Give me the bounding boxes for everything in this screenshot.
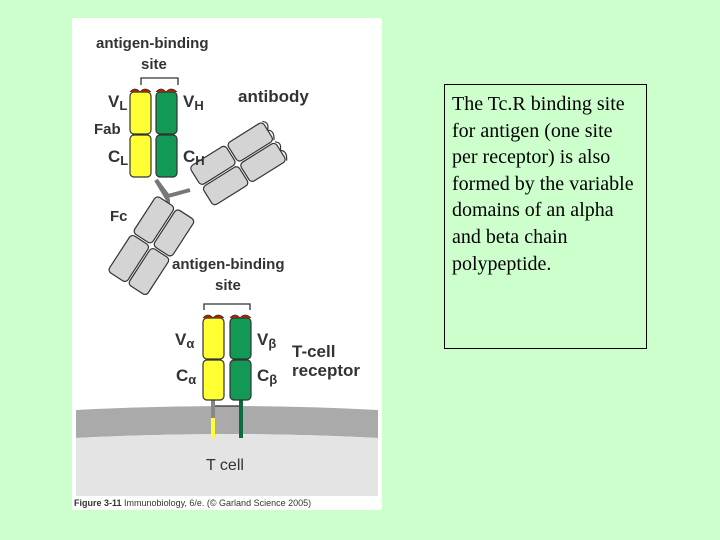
figure-panel: antigen-binding site VL VH antibody Fab … [72, 18, 382, 510]
ca-label: Cα [176, 366, 196, 387]
antibody-binding-notch-heavy [155, 88, 178, 93]
caption-source: Immunobiology, 6/e. (© Garland Science 2… [124, 498, 312, 508]
antibody-site-label-2: site [141, 56, 167, 73]
tcr-binding-notch-alpha [202, 314, 225, 319]
cl-domain [129, 134, 152, 178]
ch-domain [155, 134, 178, 178]
cell-interior [76, 434, 378, 496]
ch-label: CH [183, 147, 205, 168]
tcr-site-bracket [203, 303, 251, 310]
cb-label: Cβ [257, 366, 277, 387]
vb-label: Vβ [257, 330, 276, 351]
va-domain [202, 317, 225, 360]
vh-domain [155, 91, 178, 135]
fab-arm-right [190, 120, 288, 206]
explanation-textbox: The Tc.R binding site for antigen (one s… [444, 84, 647, 349]
figure-caption: Figure 3-11 Immunobiology, 6/e. (© Garla… [74, 498, 311, 508]
tcr-site-label-2: site [215, 277, 241, 294]
va-label: Vα [175, 330, 194, 351]
tcr-site-label-1: antigen-binding [172, 256, 284, 273]
vh-label: VH [183, 92, 204, 113]
cell-membrane [76, 406, 378, 438]
tcell-label: T cell [206, 457, 244, 474]
tcr-binding-notch-beta [229, 314, 252, 319]
cb-domain [229, 359, 252, 401]
ca-domain [202, 359, 225, 401]
antibody-site-bracket [140, 77, 179, 85]
antibody-site-label-1: antigen-binding [96, 35, 208, 52]
caption-figure-number: Figure 3-11 [74, 498, 122, 508]
fc-region [108, 196, 195, 296]
antibody-tcr-diagram: antigen-binding site VL VH antibody Fab … [76, 35, 378, 496]
antibody-label: antibody [238, 87, 309, 106]
cl-label: CL [108, 147, 128, 168]
vl-domain [129, 91, 152, 135]
vl-label: VL [108, 92, 127, 113]
vb-domain [229, 317, 252, 360]
fc-label: Fc [110, 208, 128, 225]
tcr-label-1: T-cell [292, 342, 335, 361]
antibody-binding-notch-light [129, 88, 152, 93]
tcr-label-2: receptor [292, 361, 360, 380]
fab-label: Fab [94, 121, 121, 138]
